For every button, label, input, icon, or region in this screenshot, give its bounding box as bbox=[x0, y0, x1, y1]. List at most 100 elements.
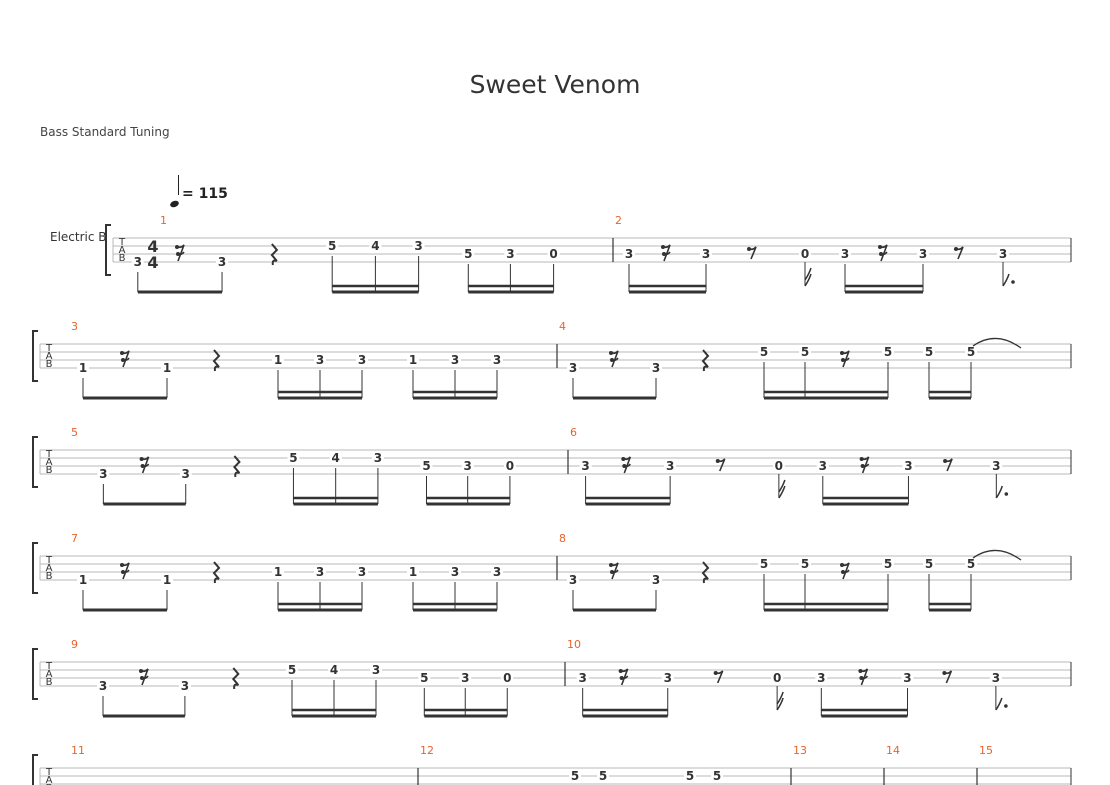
tab-note-bg bbox=[839, 248, 851, 260]
augmentation-dot bbox=[1011, 280, 1015, 284]
tab-note-bg bbox=[461, 460, 474, 472]
tab-note-bg bbox=[314, 354, 326, 366]
rest-dot bbox=[610, 570, 614, 574]
tab-note-bg bbox=[758, 558, 770, 570]
tab-note-bg bbox=[902, 460, 915, 472]
tab-note-bg bbox=[503, 460, 516, 472]
tab-note: 3 bbox=[451, 353, 459, 367]
note-stem bbox=[178, 175, 179, 195]
rest-dot bbox=[841, 570, 845, 574]
rest-dot bbox=[609, 563, 613, 567]
tab-note-bg bbox=[661, 672, 674, 684]
tab-note: 3 bbox=[358, 565, 366, 579]
tab-note-bg bbox=[459, 672, 472, 684]
tab-note: 3 bbox=[316, 353, 324, 367]
tab-note: 0 bbox=[503, 671, 511, 685]
measure-number: 2 bbox=[615, 214, 622, 227]
tab-clef-letter: B bbox=[46, 783, 53, 785]
tab-note: 5 bbox=[884, 345, 892, 359]
tab-note-bg bbox=[623, 248, 635, 260]
rest-dot bbox=[120, 563, 124, 567]
tab-note: 3 bbox=[652, 361, 660, 375]
tab-note-bg bbox=[77, 362, 89, 374]
measure-number: 10 bbox=[567, 638, 581, 651]
rest-dot bbox=[175, 245, 179, 249]
tab-note-bg bbox=[567, 574, 579, 586]
tab-note-bg bbox=[161, 362, 173, 374]
rest-dot bbox=[121, 570, 125, 574]
tab-note-bg bbox=[369, 240, 382, 252]
tab-note-bg bbox=[272, 354, 284, 366]
tab-note-bg bbox=[917, 248, 929, 260]
tab-note: 5 bbox=[464, 247, 472, 261]
tab-note: 5 bbox=[760, 345, 768, 359]
tab-clef-letter: A bbox=[46, 669, 53, 680]
tab-note: 5 bbox=[713, 769, 721, 783]
measure-number: 7 bbox=[71, 532, 78, 545]
tab-note-bg bbox=[923, 558, 935, 570]
tab-note-bg bbox=[131, 256, 144, 268]
measure-number: 15 bbox=[979, 744, 993, 757]
tab-note-bg bbox=[287, 452, 300, 464]
tab-note: 3 bbox=[569, 573, 577, 587]
tab-note: 3 bbox=[581, 459, 589, 473]
tab-note: 0 bbox=[549, 247, 557, 261]
tempo-marking: = 115 bbox=[169, 175, 228, 209]
tab-note-bg bbox=[758, 346, 770, 358]
time-signature-top: 4 bbox=[147, 237, 158, 256]
tab-note-bg bbox=[664, 460, 677, 472]
tab-note-bg bbox=[449, 566, 461, 578]
tab-clef-letter: A bbox=[119, 245, 126, 256]
tab-note-bg bbox=[650, 362, 662, 374]
tab-note: 3 bbox=[903, 671, 911, 685]
tab-note-bg bbox=[901, 672, 914, 684]
tab-note: 3 bbox=[374, 451, 382, 465]
tab-note-bg bbox=[997, 248, 1009, 260]
tab-note-bg bbox=[449, 354, 461, 366]
rest-dot bbox=[713, 671, 718, 675]
tab-note-bg bbox=[799, 248, 811, 260]
measure-number: 1 bbox=[160, 214, 167, 227]
tab-clef-letter: T bbox=[45, 767, 53, 778]
tab-note-bg bbox=[420, 460, 433, 472]
rest-dot bbox=[661, 245, 665, 249]
tab-note-bg bbox=[97, 468, 110, 480]
rest-dot bbox=[120, 351, 124, 355]
tab-note: 1 bbox=[163, 573, 171, 587]
sixteenth-flag-icon bbox=[804, 267, 812, 287]
tab-note-bg bbox=[491, 566, 503, 578]
tab-note-bg bbox=[370, 664, 382, 676]
tab-note-bg bbox=[179, 468, 192, 480]
tab-note-bg bbox=[97, 680, 109, 692]
song-title: Sweet Venom bbox=[469, 70, 641, 99]
tab-note-bg bbox=[412, 240, 425, 252]
tab-note: 3 bbox=[919, 247, 927, 261]
tab-note: 3 bbox=[841, 247, 849, 261]
tab-note-bg bbox=[371, 452, 384, 464]
eighth-flag-icon bbox=[1002, 273, 1010, 287]
quarter-rest-icon bbox=[212, 349, 221, 372]
instrument-label: Electric B bbox=[50, 230, 107, 244]
rest-dot bbox=[609, 351, 613, 355]
time-signature-bottom: 4 bbox=[147, 253, 158, 272]
measure-number: 8 bbox=[559, 532, 566, 545]
system-bracket bbox=[32, 542, 38, 594]
system-bracket bbox=[32, 754, 38, 785]
tab-note: 1 bbox=[79, 361, 87, 375]
tab-note-bg bbox=[314, 566, 326, 578]
rest-dot bbox=[176, 252, 180, 256]
tab-note: 3 bbox=[493, 565, 501, 579]
tab-note-bg bbox=[990, 460, 1003, 472]
rest-dot bbox=[954, 247, 958, 251]
tab-note-bg bbox=[178, 680, 191, 692]
rest-dot bbox=[859, 457, 864, 461]
tab-note-bg bbox=[462, 248, 475, 260]
tab-note: 1 bbox=[79, 573, 87, 587]
tab-note: 3 bbox=[999, 247, 1007, 261]
tab-note-bg bbox=[711, 770, 723, 782]
measure-number: 13 bbox=[793, 744, 807, 757]
eighth-flag-icon bbox=[995, 485, 1004, 499]
rest-dot bbox=[140, 464, 145, 468]
tab-note-bg bbox=[504, 248, 517, 260]
